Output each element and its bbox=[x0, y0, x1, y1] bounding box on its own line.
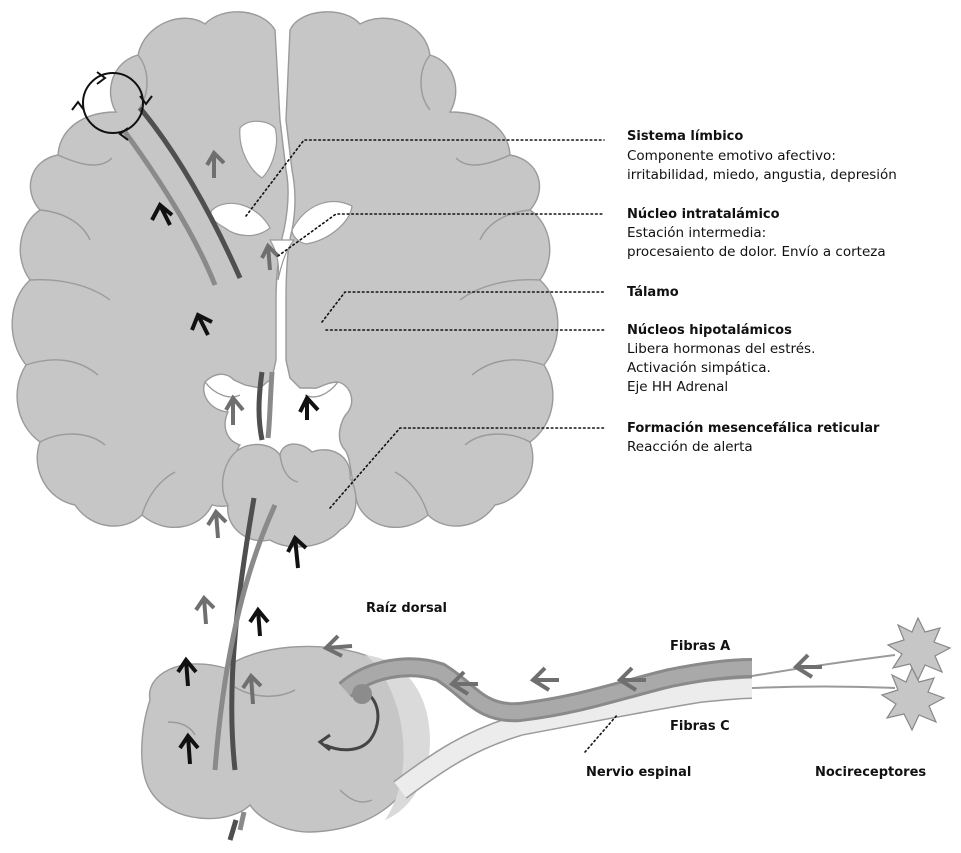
label-nucleo-intratalamico-line-2: procesaiento de dolor. Envío a corteza bbox=[627, 244, 886, 260]
label-fibras-c: Fibras C bbox=[670, 719, 730, 734]
label-sistema-limbico-line-2: irritabilidad, miedo, angustia, depresió… bbox=[627, 167, 897, 183]
label-nucleos-hipotalamicos-line-1: Libera hormonas del estrés. bbox=[627, 341, 815, 357]
nociceptor-fibres bbox=[752, 655, 895, 688]
arrow-gray bbox=[533, 668, 559, 690]
label-nucleo-intratalamico-line-1: Estación intermedia: bbox=[627, 225, 766, 241]
arrow-dark bbox=[300, 398, 318, 420]
arrow-gray bbox=[796, 655, 822, 677]
label-nocireceptores: Nocireceptores bbox=[815, 765, 926, 780]
arrow-dark bbox=[250, 610, 268, 636]
label-fibras-a: Fibras A bbox=[670, 639, 730, 654]
label-nervio-espinal: Nervio espinal bbox=[586, 765, 691, 780]
label-sistema-limbico-title: Sistema límbico bbox=[627, 129, 743, 144]
brainstem bbox=[223, 444, 356, 547]
nociceptor-endings bbox=[882, 618, 950, 730]
label-formacion-reticular-line-1: Reacción de alerta bbox=[627, 439, 753, 455]
arrow-gray bbox=[208, 512, 226, 538]
label-nucleo-intratalamico-title: Núcleo intratalámico bbox=[627, 207, 780, 222]
label-nucleos-hipotalamicos-line-3: Eje HH Adrenal bbox=[627, 379, 728, 395]
label-nucleos-hipotalamicos-title: Núcleos hipotalámicos bbox=[627, 323, 792, 338]
label-nucleos-hipotalamicos-line-2: Activación simpática. bbox=[627, 360, 771, 376]
arrow-gray bbox=[196, 598, 214, 624]
label-raiz-dorsal: Raíz dorsal bbox=[366, 601, 447, 616]
label-formacion-reticular-title: Formación mesencefálica reticular bbox=[627, 421, 880, 436]
label-sistema-limbico-line-1: Componente emotivo afectivo: bbox=[627, 148, 836, 164]
label-talamo-title: Tálamo bbox=[627, 285, 679, 300]
